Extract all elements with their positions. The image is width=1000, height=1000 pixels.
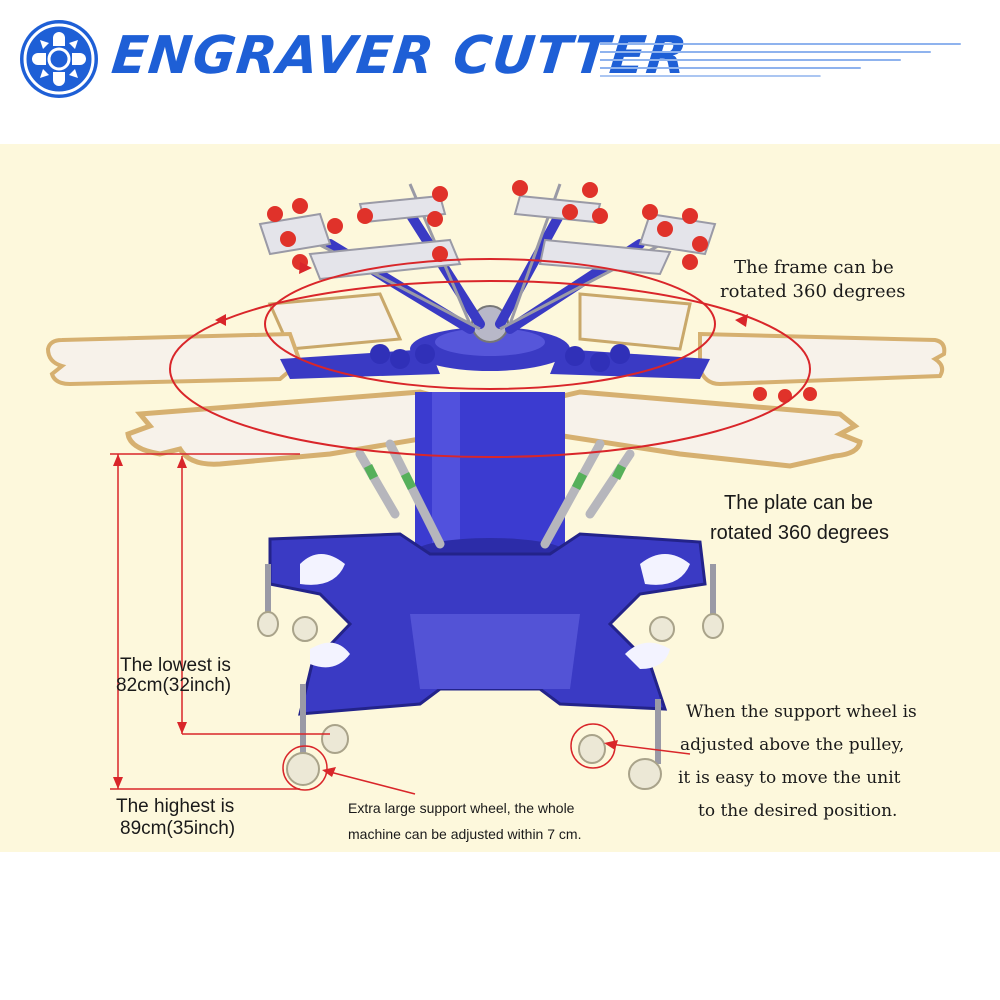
red-adjustment-knobs	[267, 180, 817, 403]
height-dimension-lines	[110, 453, 330, 790]
brand-logo-icon	[20, 20, 98, 98]
left-pallet	[45, 331, 303, 387]
callout-arrowhead-2	[604, 740, 618, 750]
guide-rollers	[370, 344, 630, 372]
front-left-pallet	[125, 389, 475, 467]
machine-base	[268, 532, 707, 716]
rotation-arrows	[169, 258, 811, 458]
screen-frames	[258, 194, 717, 281]
rear-pallets	[267, 292, 692, 351]
lowest-height-label: The lowest is 82cm(32inch)	[116, 655, 232, 696]
support-wheel-label: Extra large support wheel, the whole mac…	[348, 800, 582, 842]
move-unit-label: When the support wheel is adjusted above…	[678, 702, 917, 821]
caster-wheels	[257, 611, 724, 790]
callout-lines	[329, 743, 691, 795]
spring-collars	[363, 463, 627, 491]
speed-lines-decoration	[600, 43, 961, 77]
right-pallet	[698, 331, 947, 387]
callout-arrowhead	[322, 767, 336, 777]
front-right-pallet	[514, 389, 863, 469]
footer-blank	[0, 852, 1000, 1000]
dimension-arrowheads	[113, 454, 187, 789]
gas-springs	[355, 439, 635, 549]
header: ENGRAVER CUTTER	[0, 0, 1000, 120]
leveling-feet-rods	[265, 564, 716, 764]
arrow-heads	[215, 262, 748, 327]
frame-rotation-label: The frame can be rotated 360 degrees	[720, 257, 906, 302]
product-photo: The frame can be rotated 360 degrees The…	[0, 144, 1000, 852]
wheel-highlight-circles	[282, 723, 616, 791]
plate-rotation-label: The plate can be rotated 360 degrees	[710, 492, 890, 544]
highest-height-label: The highest is 89cm(35inch)	[116, 796, 236, 839]
screen-printing-press-illustration	[45, 180, 947, 795]
